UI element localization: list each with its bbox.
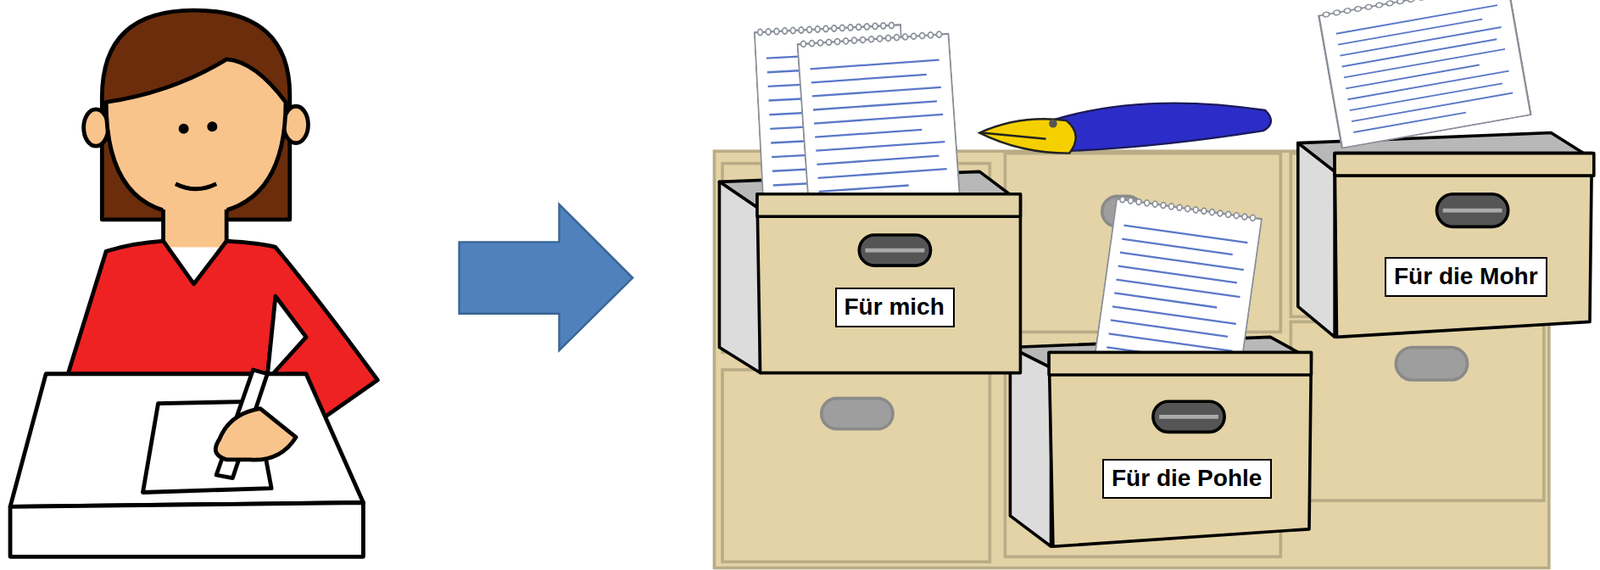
label-text: Für mich: [844, 293, 946, 321]
flow-arrow: [459, 204, 634, 351]
open-drawer-sides: [719, 133, 1592, 547]
drawer-label: Für die Mohr: [1384, 256, 1548, 297]
drawer-label: Für mich: [835, 287, 955, 328]
writing-woman: [10, 10, 378, 557]
quill-pen: [979, 103, 1272, 154]
drawer-fronts: [757, 153, 1595, 547]
label-text: Für die Mohr: [1393, 262, 1539, 290]
drawer-label: Für die Pohle: [1102, 458, 1272, 499]
label-text: Für die Pohle: [1111, 464, 1263, 492]
